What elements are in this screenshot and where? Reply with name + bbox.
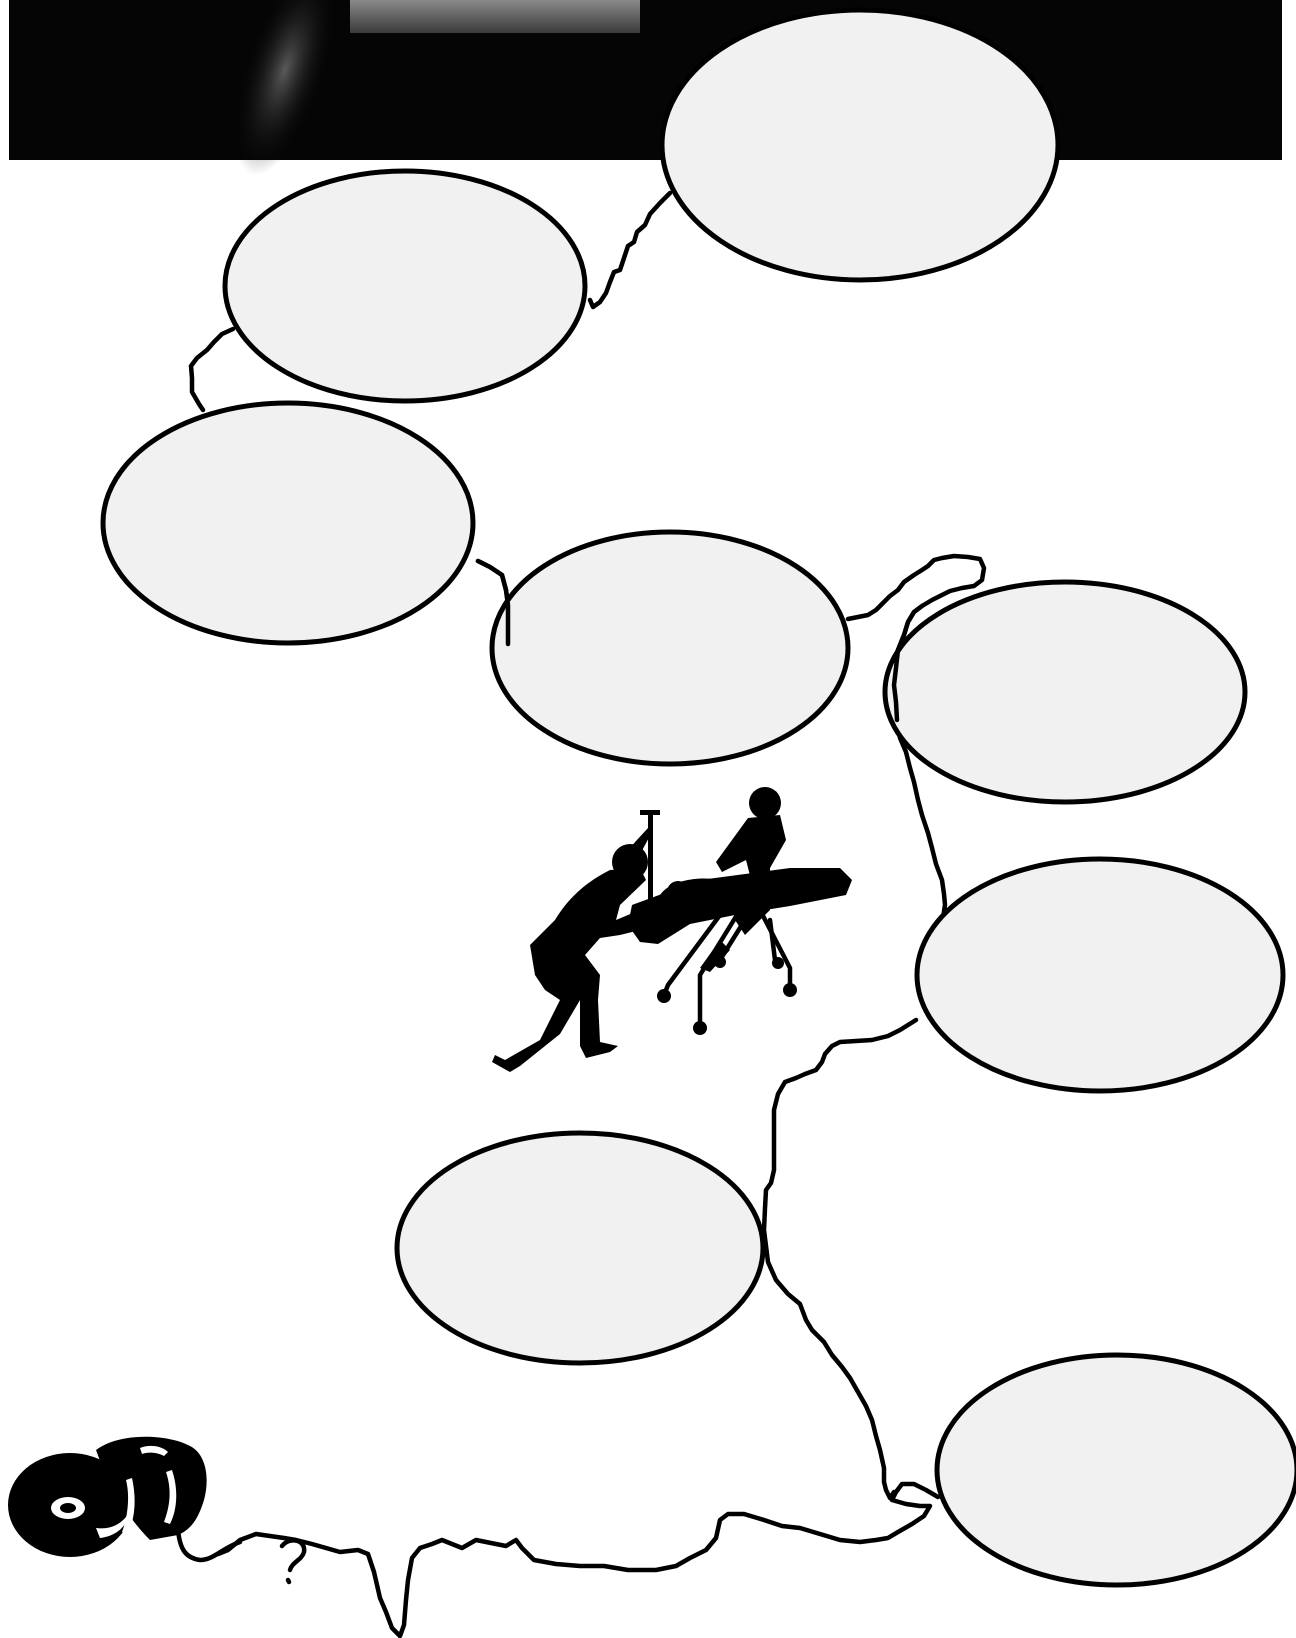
bubble-5 xyxy=(885,582,1245,802)
spool-question-mark xyxy=(282,1540,304,1582)
bubble-4 xyxy=(492,532,848,764)
header-banner xyxy=(9,0,1282,187)
bubble-3 xyxy=(103,403,473,643)
banner-background xyxy=(9,0,1282,160)
thread-3-to-2 xyxy=(191,329,233,410)
thread-6-to-7 xyxy=(764,1020,916,1498)
thread-8-to-spool xyxy=(218,1484,938,1636)
bubble-6 xyxy=(917,859,1283,1091)
yarn-spool-icon xyxy=(8,1437,240,1560)
bubbles xyxy=(103,10,1296,1585)
bubble-8 xyxy=(937,1355,1296,1585)
bubble-7 xyxy=(397,1133,763,1363)
banner-light-panel xyxy=(350,0,640,33)
bubble-2 xyxy=(225,171,585,401)
paramedics-stretcher-icon xyxy=(492,787,852,1072)
bubble-1 xyxy=(662,10,1058,280)
thread-2-to-1 xyxy=(590,193,670,307)
